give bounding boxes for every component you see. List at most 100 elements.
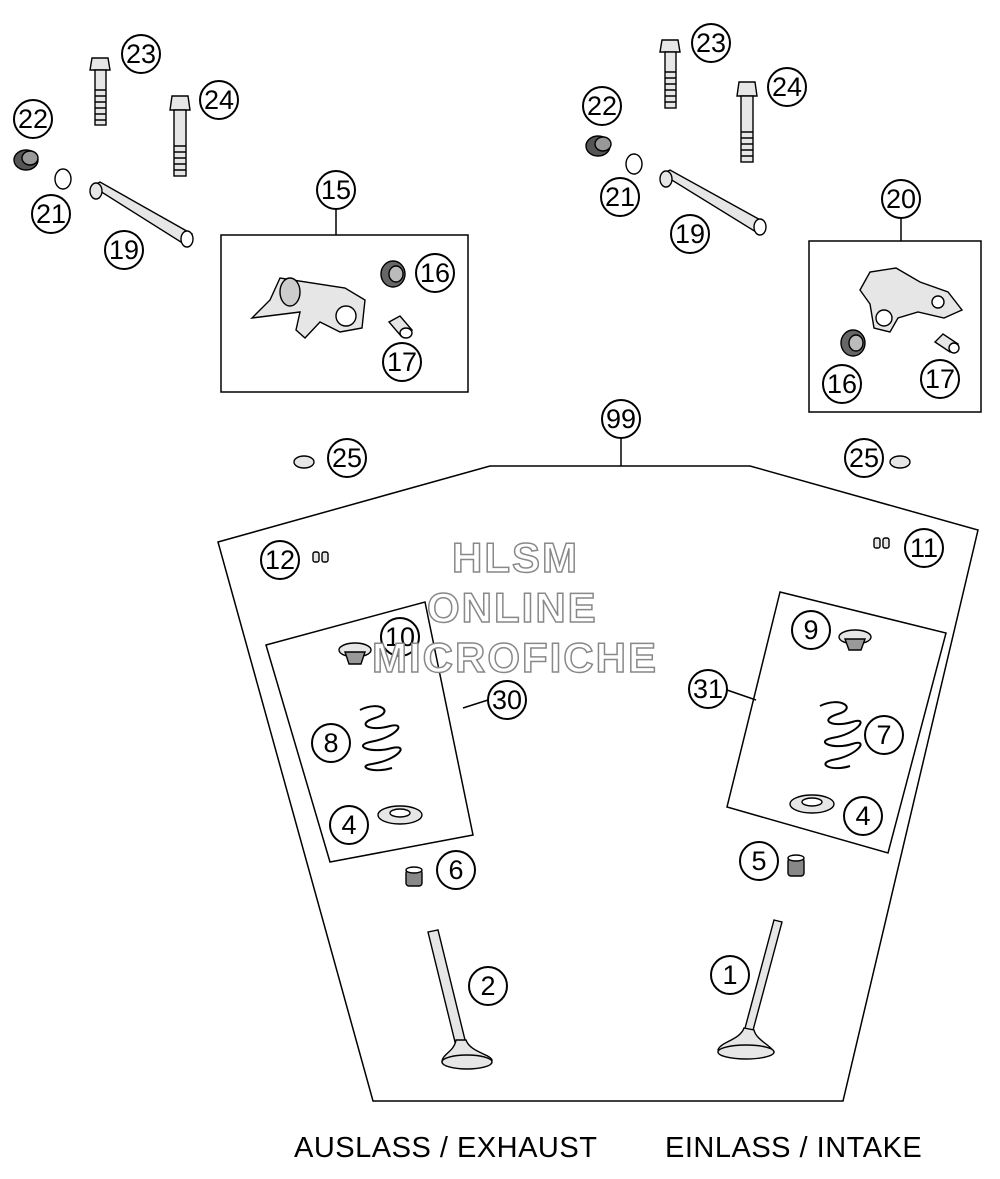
callout-label: 15 [321,175,351,205]
shim-25-left-icon [293,455,315,469]
callout-23: 23 [691,23,731,63]
callout-6: 6 [436,850,476,890]
exhaust-caption: AUSLASS / EXHAUST [294,1132,598,1164]
callout-19: 19 [104,230,144,270]
callout-circle [311,723,351,763]
shaft-19-right-icon [659,169,767,236]
callout-2: 2 [468,966,508,1006]
callout-circle [791,610,831,650]
valve-seal-6-icon [405,866,423,887]
callout-circle [582,86,622,126]
callout-5: 5 [739,841,779,881]
callout-label: 7 [876,720,891,750]
callout-circle [316,170,356,210]
callout-9: 9 [791,610,831,650]
callout-25: 25 [844,438,884,478]
callout-circle [260,540,300,580]
callout-circle [380,617,420,657]
callout-22: 22 [13,99,53,139]
callout-circle [920,359,960,399]
watermark-line-1: HLSM [451,533,579,582]
spring-seat-4-right-icon [789,794,835,814]
callout-label: 21 [36,199,66,229]
o-ring-21-right-icon [625,153,643,175]
callout-circle [739,841,779,881]
callout-label: 17 [387,347,417,377]
valve-seal-5-icon [787,854,805,877]
spring-retainer-9-icon [838,629,872,651]
callout-16: 16 [415,253,455,293]
valve-spring-8-icon [359,705,402,772]
valve-keeper-11-icon [873,537,890,549]
rocker-arm-20-icon [859,267,964,333]
callout-4: 4 [329,805,369,845]
callout-24: 24 [199,80,239,120]
callout-circle [691,23,731,63]
exhaust-valve-2-icon [427,929,493,1070]
callout-20: 20 [881,179,921,219]
callout-15: 15 [316,170,356,210]
callout-30: 30 [487,680,527,720]
plug-22-left-icon [13,149,39,171]
spring-retainer-10-icon [338,642,372,665]
callout-circle [688,669,728,709]
callout-circle [415,253,455,293]
callout-circle [843,796,883,836]
callout-label: 10 [385,622,415,652]
callout-label: 22 [587,91,617,121]
callout-11: 11 [904,528,944,568]
callout-label: 2 [480,971,495,1001]
callout-circle [436,850,476,890]
bolt-23-right-icon [659,39,681,109]
callout-circle [600,177,640,217]
callout-label: 19 [109,235,139,265]
bolt-23-left-icon [89,57,111,126]
callout-label: 9 [803,615,818,645]
callout-label: 24 [204,85,234,115]
callout-label: 20 [886,184,916,214]
callout-label: 23 [696,28,726,58]
callout-label: 1 [722,960,737,990]
callout-17: 17 [382,342,422,382]
valve-keeper-12-icon [312,551,329,563]
callout-label: 99 [606,404,636,434]
callout-circle [601,399,641,439]
group-box-20 [808,240,982,413]
callout-label: 31 [693,674,723,704]
bolt-24-right-icon [736,81,758,163]
callout-label: 12 [265,545,295,575]
callout-circle [104,230,144,270]
callout-17: 17 [920,359,960,399]
callout-label: 17 [925,364,955,394]
callout-label: 8 [323,728,338,758]
callout-label: 19 [675,219,705,249]
callout-circle [710,955,750,995]
valve-spring-7-icon [819,701,862,770]
callout-circle [904,528,944,568]
callout-circle [121,34,161,74]
callout-circle [31,194,71,234]
shim-25-right-icon [889,455,911,469]
callout-circle [864,715,904,755]
intake-valve-1-icon [717,919,783,1060]
group-box-99 [217,465,979,1102]
plug-22-right-icon [585,135,612,157]
callout-label: 24 [772,72,802,102]
callout-circle [382,342,422,382]
callout-label: 21 [605,182,635,212]
pin-17-right-icon [933,333,960,354]
callout-circle [487,680,527,720]
pin-17-left-icon [387,315,414,339]
callout-circle [881,179,921,219]
callout-circle [199,80,239,120]
callout-label: 25 [332,443,362,473]
o-ring-21-left-icon [54,168,72,190]
callout-8: 8 [311,723,351,763]
callout-7: 7 [864,715,904,755]
callout-circle [822,364,862,404]
callout-label: 4 [341,810,356,840]
callout-22: 22 [582,86,622,126]
callout-label: 16 [420,258,450,288]
bearing-16-right-icon [840,329,866,357]
